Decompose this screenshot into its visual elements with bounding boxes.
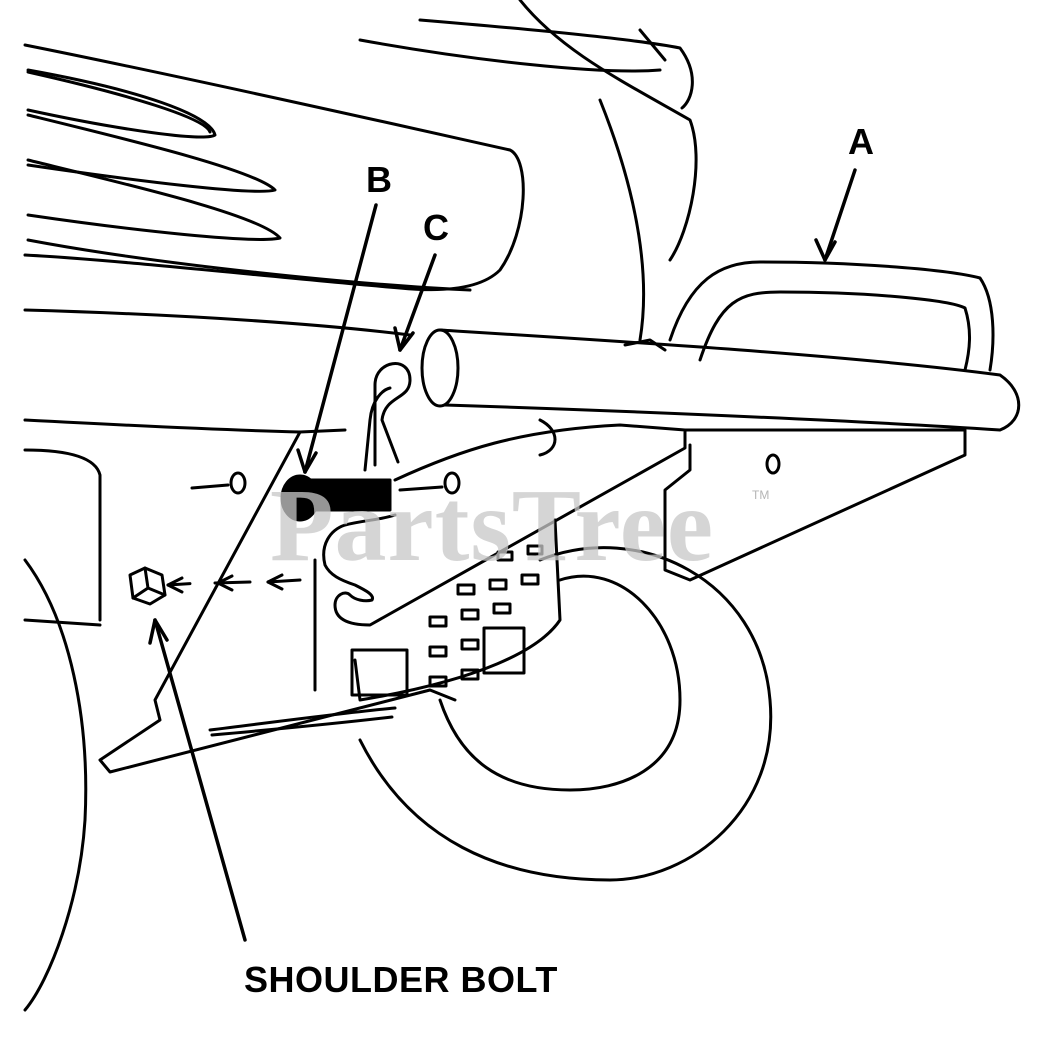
trademark-symbol: TM [752,488,770,502]
callout-label-shoulder-bolt: SHOULDER BOLT [244,959,558,1000]
clevis-pin-b [280,474,392,522]
front-bumper-bar [420,260,1021,432]
callout-label-a: A [848,121,874,162]
callout-label-b: B [366,159,392,200]
callout-label-c: C [423,207,449,248]
frame-side-plate [23,418,457,774]
front-wheel [23,546,773,1012]
mounting-holes [190,471,461,495]
shoulder-bolt-hex [128,566,302,606]
mower-hood [23,0,698,342]
partstree-watermark: PartsTree [270,468,715,583]
right-bumper-bracket [663,428,967,582]
left-bumper-bracket [313,418,687,702]
leader-lines [148,168,857,942]
hairpin-clip-c [363,362,412,472]
